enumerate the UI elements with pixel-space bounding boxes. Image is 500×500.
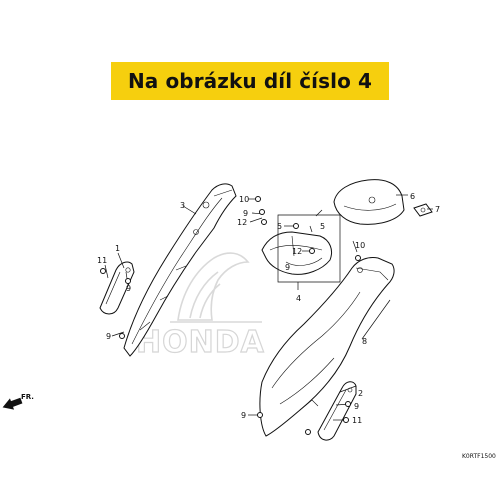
callout-6: 6 bbox=[410, 192, 415, 201]
callout-5-right: 5 bbox=[320, 222, 325, 231]
callout-9-left-upper: 9 bbox=[126, 284, 131, 293]
callout-9-right: 9 bbox=[354, 402, 359, 411]
callout-10-right: 10 bbox=[355, 241, 365, 250]
callout-11-left: 11 bbox=[97, 256, 107, 265]
callout-9-middle: 9 bbox=[243, 209, 248, 218]
part-4-middle-cover bbox=[261, 231, 333, 275]
callout-9-inner: 9 bbox=[285, 263, 290, 272]
callout-4: 4 bbox=[296, 294, 301, 303]
callout-9-bottom: 9 bbox=[241, 411, 246, 420]
honda-watermark-text: HONDA bbox=[136, 325, 265, 360]
callout-5-left: 5 bbox=[277, 222, 282, 231]
part-6-rear-cowl bbox=[333, 179, 405, 225]
callout-2: 2 bbox=[358, 389, 363, 398]
part-1-left-bracket bbox=[99, 261, 135, 315]
callout-1: 1 bbox=[115, 244, 120, 253]
part-2-right-bracket bbox=[317, 381, 357, 441]
fasteners bbox=[100, 196, 361, 435]
callout-9-left-lower: 9 bbox=[106, 332, 111, 341]
callout-10-top: 10 bbox=[239, 195, 249, 204]
part-8-lower-side-cover bbox=[259, 257, 395, 437]
callout-11-right: 11 bbox=[352, 416, 362, 425]
banner-text: Na obrázku díl číslo 4 bbox=[127, 69, 373, 93]
callout-3: 3 bbox=[180, 201, 185, 210]
callout-8: 8 bbox=[362, 337, 367, 346]
callout-12-inner: 12 bbox=[292, 247, 302, 256]
front-direction-arrow-icon bbox=[2, 397, 23, 410]
part-number-banner: Na obrázku díl číslo 4 bbox=[111, 62, 389, 100]
diagram-code: K0RTF1500 bbox=[462, 453, 496, 460]
callout-12-left: 12 bbox=[237, 218, 247, 227]
part-7-clip bbox=[413, 203, 433, 217]
honda-wing-watermark bbox=[170, 252, 262, 323]
front-direction-label: FR. bbox=[21, 393, 34, 401]
part-3-side-cover-strip bbox=[123, 183, 237, 357]
callout-7: 7 bbox=[435, 205, 440, 214]
